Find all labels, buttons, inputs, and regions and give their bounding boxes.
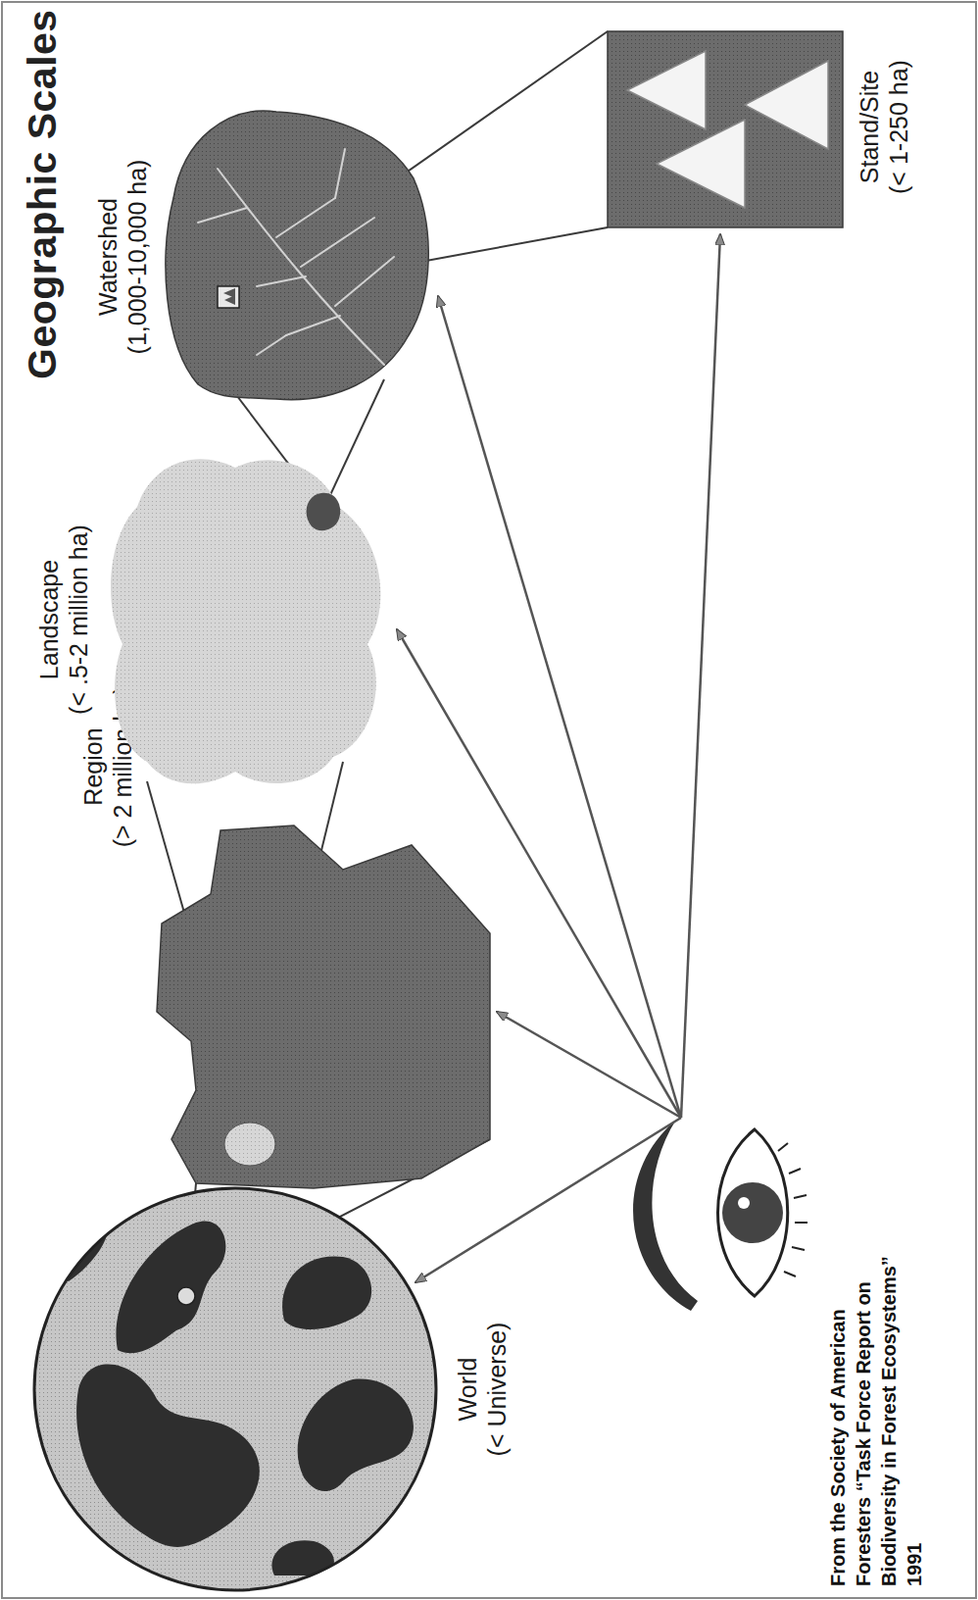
scale-area: (1,000-10,000 ha) — [122, 109, 152, 404]
landscape-shape — [110, 458, 381, 783]
scale-label-group: World(< Universe) — [452, 1241, 512, 1536]
eye-highlight — [737, 1196, 750, 1209]
scale-label-group: Watershed(1,000-10,000 ha) — [93, 109, 152, 404]
continents — [48, 1220, 414, 1575]
eye — [633, 1119, 808, 1311]
diagram-title: Geographic Scales — [19, 8, 66, 380]
scale-name: Stand/Site — [854, 16, 884, 238]
stand-inset — [217, 286, 240, 308]
iris — [722, 1181, 783, 1243]
stand-shape — [607, 31, 843, 228]
scale-area: (< Universe) — [482, 1241, 512, 1536]
view-arrow — [681, 234, 721, 1118]
watershed-node: Watershed(1,000-10,000 ha) — [90, 90, 439, 424]
region-shape — [156, 825, 490, 1188]
watershed-shape — [165, 110, 429, 400]
landscape-inset — [224, 1122, 276, 1166]
globe-ocean — [34, 1187, 437, 1590]
globe-outline — [34, 1187, 437, 1590]
stand-node: Stand/Site(< 1-250 ha) — [597, 16, 951, 238]
scale-label-group: Stand/Site(< 1-250 ha) — [854, 16, 914, 238]
scale-label-group: Landscape(< .5-2 million ha) — [34, 472, 94, 767]
scale-name: Watershed — [93, 109, 123, 404]
globe-node: World(< Universe) — [29, 1182, 520, 1595]
eyelashes — [778, 1142, 808, 1276]
region-spot — [177, 1286, 196, 1305]
tree-symbols — [627, 50, 829, 208]
stream-network — [197, 148, 394, 365]
inset-trees — [223, 288, 236, 305]
source-caption: From the Society of American Foresters “… — [825, 1224, 928, 1586]
scale-shape — [29, 1182, 520, 1595]
scale-name: Landscape — [34, 472, 64, 767]
scale-area: (< 1-250 ha) — [883, 16, 914, 238]
eye-outline — [718, 1128, 788, 1296]
landscape-node: Landscape(< .5-2 million ha) — [29, 438, 407, 801]
scale-area: (< .5-2 million ha) — [63, 472, 94, 767]
scale-name: World — [452, 1241, 483, 1536]
eyebrow — [633, 1119, 698, 1311]
zoom-line — [323, 379, 385, 510]
watershed-inset — [306, 492, 342, 531]
